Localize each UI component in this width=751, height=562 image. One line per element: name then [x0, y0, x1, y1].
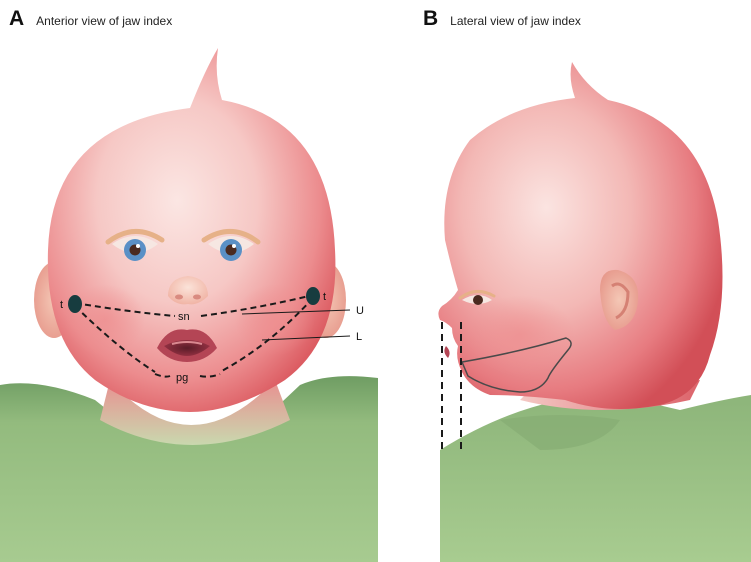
lips-b: [444, 346, 449, 358]
lateral-view: [438, 62, 751, 562]
label-upper-index: U: [356, 305, 364, 317]
tragus-dot-right: [306, 287, 320, 305]
label-pogonion: pg: [176, 372, 188, 384]
label-lower-index: L: [356, 331, 362, 343]
tragus-dot-left: [68, 295, 82, 313]
label-subnasale: sn: [178, 311, 190, 323]
cheek-right: [235, 284, 315, 356]
cheek-left: [65, 284, 145, 356]
anterior-view: t t sn pg U L: [0, 48, 378, 562]
label-tragus-right: t: [323, 291, 326, 303]
label-tragus-left: t: [60, 299, 63, 311]
